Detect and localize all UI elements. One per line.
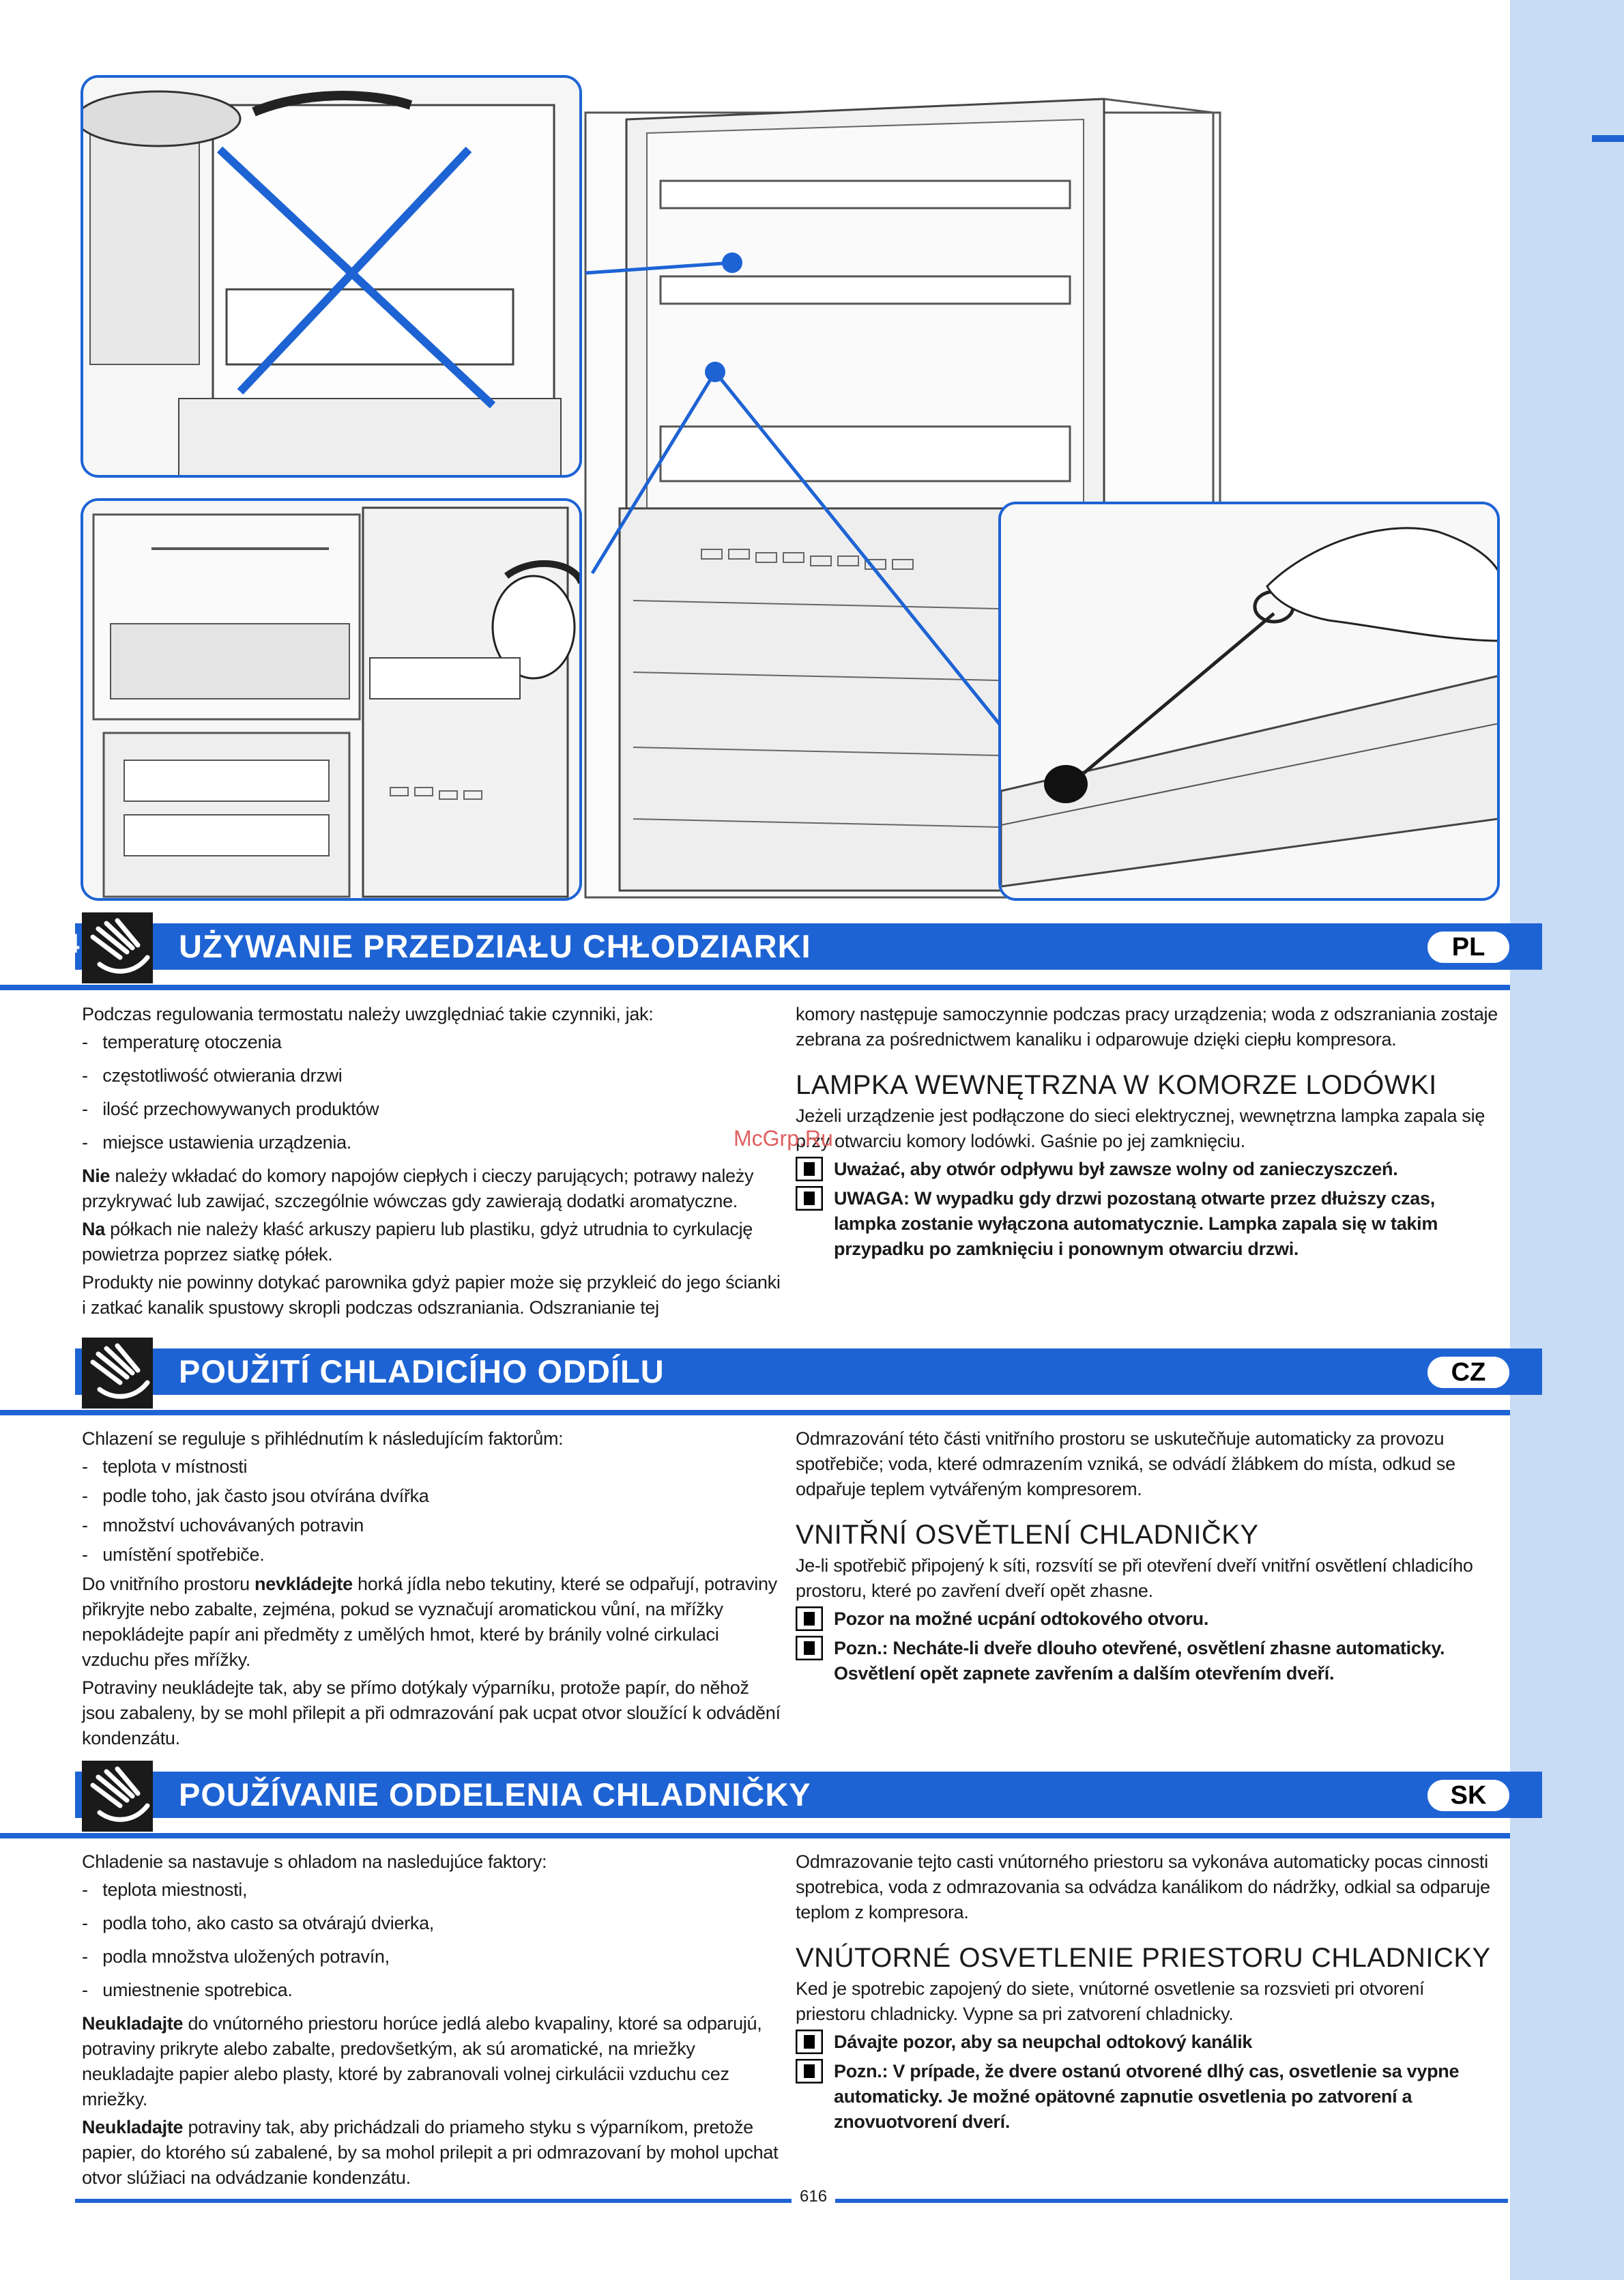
cz-paragraph: Je-li spotřebič připojený k síti, rozsví… xyxy=(796,1555,1473,1601)
list-item: - množství uchovávaných potravin xyxy=(82,1515,364,1535)
sk-intro: Chladenie sa nastavuje s ohladom na nasl… xyxy=(82,1851,547,1872)
watermark: McGrp.Ru xyxy=(734,1126,833,1151)
section-title: POUŽITÍ CHLADICÍHO ODDÍLU xyxy=(179,1353,665,1389)
section-underline xyxy=(0,1833,1510,1838)
language-badge: PL xyxy=(1427,932,1509,963)
sk-note: Dávajte pozor, aby sa neupchal odtokový … xyxy=(796,2030,1498,2055)
footer-page-number: 616 xyxy=(792,2187,836,2206)
pl-paragraph: Na półkach nie należy kłaść arkuszy papi… xyxy=(82,1219,753,1265)
list-item: - teplota v místnosti xyxy=(82,1456,248,1477)
page-number: 24 xyxy=(49,929,80,959)
sk-paragraph: Ked je spotrebic zapojený do siete, vnút… xyxy=(796,1978,1425,2024)
hand-icon xyxy=(82,912,153,983)
cz-paragraph: Potraviny neukládejte tak, aby se přímo … xyxy=(82,1677,781,1748)
drain-cleaning-drawing xyxy=(1001,504,1497,898)
note-hand-icon xyxy=(796,1186,823,1211)
list-item: - podla toho, ako casto sa otvárajú dvie… xyxy=(82,1913,434,1933)
list-item: - podla množstva uložených potravín, xyxy=(82,1946,390,1967)
section-header-pl: 24 UŻYWANIE PRZEDZIAŁU CHŁODZIARKI PL xyxy=(49,912,1542,983)
note-hand-icon xyxy=(796,2059,823,2083)
list-item: - teplota miestnosti, xyxy=(82,1879,248,1900)
list-item: - podle toho, jak často jsou otvírána dv… xyxy=(82,1486,429,1506)
list-item: - ilość przechowywanych produktów xyxy=(82,1099,379,1119)
list-item: - temperaturę otoczenia xyxy=(82,1032,282,1052)
cz-left-column: Chlazení se reguluje s přihlédnutím k ná… xyxy=(82,1426,783,1754)
list-item: - umístění spotřebiče. xyxy=(82,1544,265,1565)
section-underline xyxy=(0,985,1510,990)
incorrect-storage-drawing xyxy=(83,78,579,475)
page-edge-tab xyxy=(1510,0,1624,2280)
pl-subheading: LAMPKA WEWNĘTRZNA W KOMORZE LODÓWKI xyxy=(796,1070,1437,1100)
note-hand-icon xyxy=(796,1636,823,1660)
sk-paragraph: Neukladajte do vnútorného priestoru horú… xyxy=(82,2013,762,2109)
language-badge: SK xyxy=(1427,1780,1509,1811)
page-edge-marker xyxy=(1592,135,1624,142)
note-hand-icon xyxy=(796,1157,823,1181)
pl-paragraph: Jeżeli urządzenie jest podłączone do sie… xyxy=(796,1106,1485,1151)
cz-note: Pozn.: Necháte-li dveře dlouho otevřené,… xyxy=(796,1636,1498,1686)
panel-drain-cleaning xyxy=(998,502,1500,901)
pl-left-column: Podczas regulowania termostatu należy uw… xyxy=(82,1002,783,1323)
panel-freezer-view xyxy=(81,498,582,901)
sk-left-column: Chladenie sa nastavuje s ohladom na nasl… xyxy=(82,1849,783,2193)
section-title: POUŽÍVANIE ODDELENIA CHLADNIČKY xyxy=(179,1776,811,1813)
section-header-sk: POUŽÍVANIE ODDELENIA CHLADNIČKY SK xyxy=(75,1761,1542,1832)
cz-paragraph: Odmrazování této části vnitřního prostor… xyxy=(796,1428,1455,1499)
note-hand-icon xyxy=(796,1606,823,1631)
panel-incorrect-storage xyxy=(81,75,582,478)
refrigerator-illustration xyxy=(81,72,1500,904)
language-badge: CZ xyxy=(1427,1357,1509,1388)
pl-note: Uważać, aby otwór odpływu był zawsze wol… xyxy=(796,1157,1498,1182)
hand-icon xyxy=(82,1338,153,1409)
cz-right-column: Odmrazování této části vnitřního prostor… xyxy=(796,1426,1498,1690)
list-item: - częstotliwość otwierania drzwi xyxy=(82,1065,343,1086)
pl-right-column: komory następuje samoczynnie podczas pra… xyxy=(796,1002,1498,1266)
sk-note: Pozn.: V prípade, že dvere ostanú otvore… xyxy=(796,2059,1498,2135)
sk-subheading: VNÚTORNÉ OSVETLENIE PRIESTORU CHLADNICKY xyxy=(796,1943,1491,1973)
list-item: - umiestnenie spotrebica. xyxy=(82,1980,293,2000)
sk-right-column: Odmrazovanie tejto casti vnútorného prie… xyxy=(796,1849,1498,2139)
pl-note: UWAGA: W wypadku gdy drzwi pozostaną otw… xyxy=(796,1186,1498,1262)
sk-paragraph: Neukladajte potraviny tak, aby prichádza… xyxy=(82,2117,779,2188)
section-title: UŻYWANIE PRZEDZIAŁU CHŁODZIARKI xyxy=(179,928,811,964)
pl-paragraph: komory następuje samoczynnie podczas pra… xyxy=(796,1004,1498,1050)
section-header-cz: POUŽITÍ CHLADICÍHO ODDÍLU CZ xyxy=(75,1338,1542,1409)
pl-paragraph: Produkty nie powinny dotykać parownika g… xyxy=(82,1272,781,1318)
cz-note: Pozor na možné ucpání odtokového otvoru. xyxy=(796,1606,1498,1632)
pl-intro: Podczas regulowania termostatu należy uw… xyxy=(82,1004,654,1024)
cz-paragraph: Do vnitřního prostoru nevkládejte horká … xyxy=(82,1574,777,1670)
list-item: - miejsce ustawienia urządzenia. xyxy=(82,1132,351,1153)
freezer-view-drawing xyxy=(83,501,579,898)
cz-intro: Chlazení se reguluje s přihlédnutím k ná… xyxy=(82,1428,564,1449)
section-underline xyxy=(0,1410,1510,1415)
hand-icon xyxy=(82,1761,153,1832)
cz-subheading: VNITŘNÍ OSVĚTLENÍ CHLADNIČKY xyxy=(796,1520,1259,1550)
pl-paragraph: Nie należy wkładać do komory napojów cie… xyxy=(82,1166,754,1211)
sk-paragraph: Odmrazovanie tejto casti vnútorného prie… xyxy=(796,1851,1490,1922)
note-hand-icon xyxy=(796,2030,823,2054)
